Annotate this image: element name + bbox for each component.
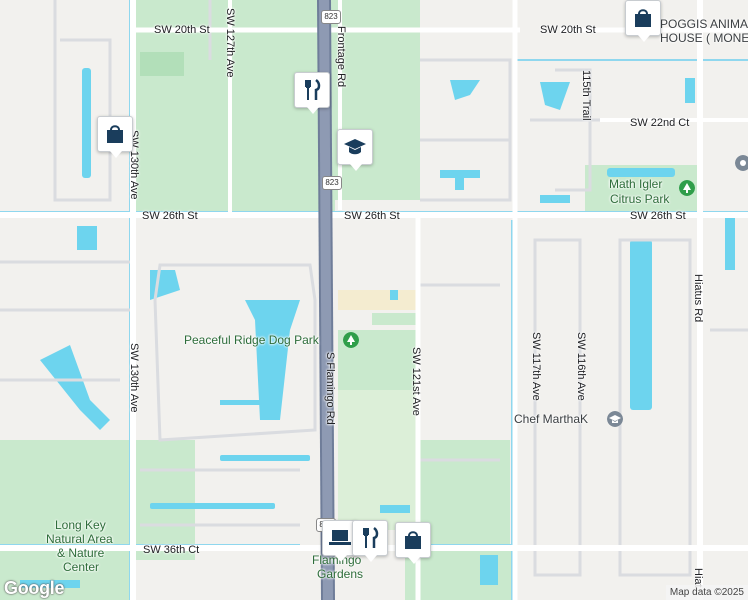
street-label-sw-26th-st-west: SW 26th St bbox=[142, 210, 198, 222]
google-logo: Google bbox=[4, 578, 65, 598]
street-label-sw-121st-ave: SW 121st Ave bbox=[410, 347, 422, 416]
street-label-sw-20th-st: SW 20th St bbox=[154, 24, 210, 36]
shopping-bag-icon bbox=[107, 125, 123, 143]
shopping-bag-icon bbox=[405, 531, 421, 549]
street-label-hiatus-rd: Hiatus Rd bbox=[692, 274, 704, 323]
place-label-math-igler-line1[interactable]: Math Igler bbox=[609, 177, 663, 191]
minor-roads bbox=[0, 0, 748, 577]
street-label-sw-20th-st-east: SW 20th St bbox=[540, 24, 596, 36]
place-label-long-key-line2[interactable]: Natural Area bbox=[46, 532, 113, 546]
place-label-long-key-line3[interactable]: & Nature bbox=[57, 546, 105, 560]
map-attribution[interactable]: Map data ©2025 bbox=[665, 585, 748, 600]
place-label-poggis-line1[interactable]: POGGIS ANIMAL bbox=[660, 17, 748, 31]
shopping-bag-marker-south[interactable] bbox=[395, 522, 431, 564]
street-label-sw-26th-st-east: SW 26th St bbox=[630, 210, 686, 222]
street-label-s-flamingo-rd: S Flamingo Rd bbox=[324, 352, 336, 425]
shopping-bag-marker-top[interactable] bbox=[625, 0, 661, 42]
school-marker[interactable] bbox=[337, 129, 373, 171]
street-label-sw-117th-ave: SW 117th Ave bbox=[530, 332, 542, 401]
restaurant-marker-south[interactable] bbox=[352, 520, 388, 562]
restaurant-fork-knife-icon bbox=[305, 79, 321, 100]
street-label-115th-trail: 115th Trail bbox=[580, 70, 592, 121]
place-label-chef-martha[interactable]: Chef MarthaK bbox=[514, 412, 589, 426]
restaurant-fork-knife-icon bbox=[363, 527, 379, 548]
place-label-flamingo-line2[interactable]: Gardens bbox=[317, 567, 364, 581]
street-label-frontage-rd: Frontage Rd bbox=[335, 26, 347, 88]
school-cap-icon[interactable] bbox=[607, 411, 623, 427]
place-label-long-key-line1[interactable]: Long Key bbox=[55, 518, 106, 532]
park-tree-icon[interactable] bbox=[343, 332, 359, 348]
school-graduation-cap-icon bbox=[344, 139, 366, 155]
street-label-sw-22nd-ct: SW 22nd Ct bbox=[630, 117, 690, 129]
street-label-sw-127th-ave: SW 127th Ave bbox=[224, 8, 236, 78]
route-shield-823-middle: 823 bbox=[322, 176, 342, 190]
restaurant-marker[interactable] bbox=[294, 72, 330, 114]
shopping-bag-icon bbox=[635, 9, 651, 27]
place-label-poggis-line2[interactable]: HOUSE ( MONE bbox=[660, 31, 748, 45]
route-shield-823-north: 823 bbox=[321, 10, 341, 24]
place-dot-icon[interactable] bbox=[735, 155, 748, 171]
park-tree-icon[interactable] bbox=[679, 180, 695, 196]
laptop-icon bbox=[329, 530, 351, 545]
street-label-sw-26th-st-center: SW 26th St bbox=[344, 210, 400, 222]
place-label-peaceful-ridge[interactable]: Peaceful Ridge Dog Park bbox=[184, 333, 319, 347]
place-label-long-key-line4[interactable]: Center bbox=[63, 560, 100, 574]
water-bodies bbox=[20, 68, 735, 588]
street-label-sw-36th-ct: SW 36th Ct bbox=[143, 544, 200, 556]
place-label-math-igler-line2[interactable]: Citrus Park bbox=[610, 192, 670, 206]
street-label-sw-130th-ave-south: SW 130th Ave bbox=[128, 343, 140, 413]
street-label-sw-116th-ave: SW 116th Ave bbox=[575, 332, 587, 401]
shopping-bag-marker[interactable] bbox=[97, 116, 133, 158]
